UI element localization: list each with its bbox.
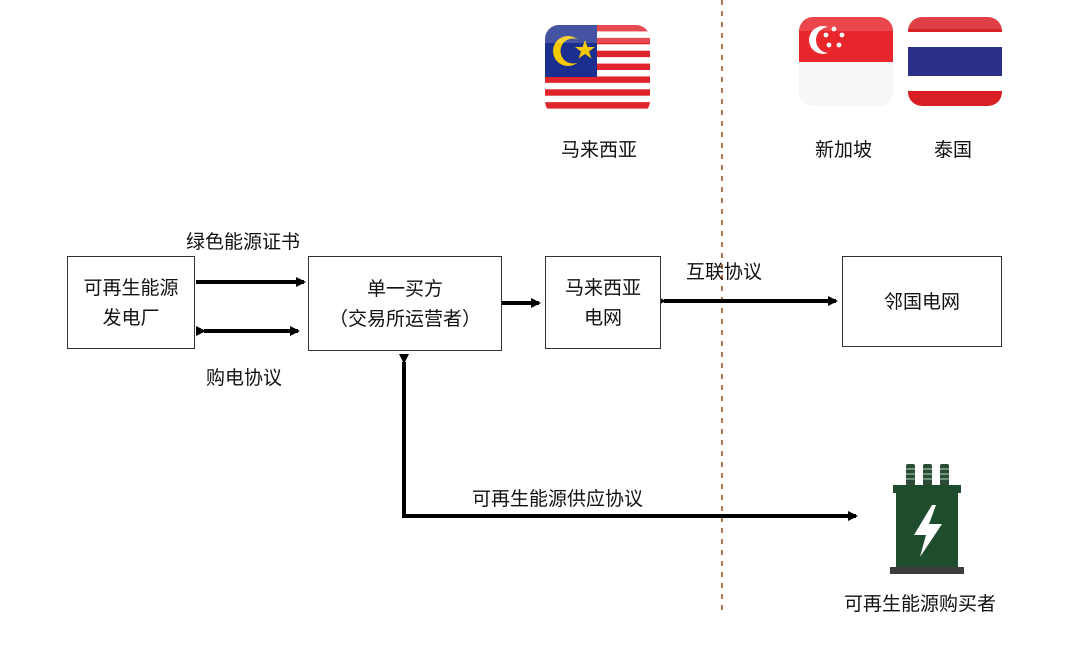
single-buyer-box: 单一买方 （交易所运营者） (308, 256, 502, 351)
malaysia-label: 马来西亚 (561, 139, 638, 161)
supply-agreement-label: 可再生能源供应协议 (472, 488, 644, 510)
thailand-label: 泰国 (934, 139, 973, 161)
malaysia-grid-line2: 电网 (583, 306, 622, 329)
singapore-label: 新加坡 (815, 139, 873, 161)
generator-box: 可再生能源 发电厂 (67, 256, 195, 349)
generator-line1: 可再生能源 (83, 276, 179, 299)
single-buyer-line2: （交易所运营者） (328, 307, 481, 330)
neighbor-grid-box: 邻国电网 (842, 256, 1002, 347)
ppa-label: 购电协议 (206, 367, 283, 389)
thailand-flag-icon (908, 17, 1002, 106)
single-buyer-line1: 单一买方 (366, 277, 443, 300)
malaysia-grid-box: 马来西亚 电网 (545, 256, 661, 349)
malaysia-flag-stripe (545, 76, 650, 83)
malaysia-flag-stripe (545, 50, 650, 58)
malaysia-flag-stripe (545, 25, 650, 32)
malaysia-flag-stripe (545, 63, 650, 70)
malaysia-flag-stripe (545, 102, 650, 109)
buyer-label: 可再生能源购买者 (844, 593, 997, 615)
malaysia-flag-stripe (545, 37, 650, 45)
arrow-supply-agreement (399, 354, 858, 521)
malaysia-flag-stripe (545, 89, 650, 96)
malaysia-flag-icon (545, 25, 650, 115)
transformer-icon (890, 464, 964, 574)
generator-line2: 发电厂 (102, 306, 160, 329)
interconnection-label: 互联协议 (686, 261, 763, 283)
neighbor-grid-line1: 邻国电网 (883, 290, 960, 313)
malaysia-grid-line1: 马来西亚 (564, 276, 641, 299)
green-certificate-label: 绿色能源证书 (186, 231, 301, 253)
singapore-flag-icon (799, 17, 893, 106)
